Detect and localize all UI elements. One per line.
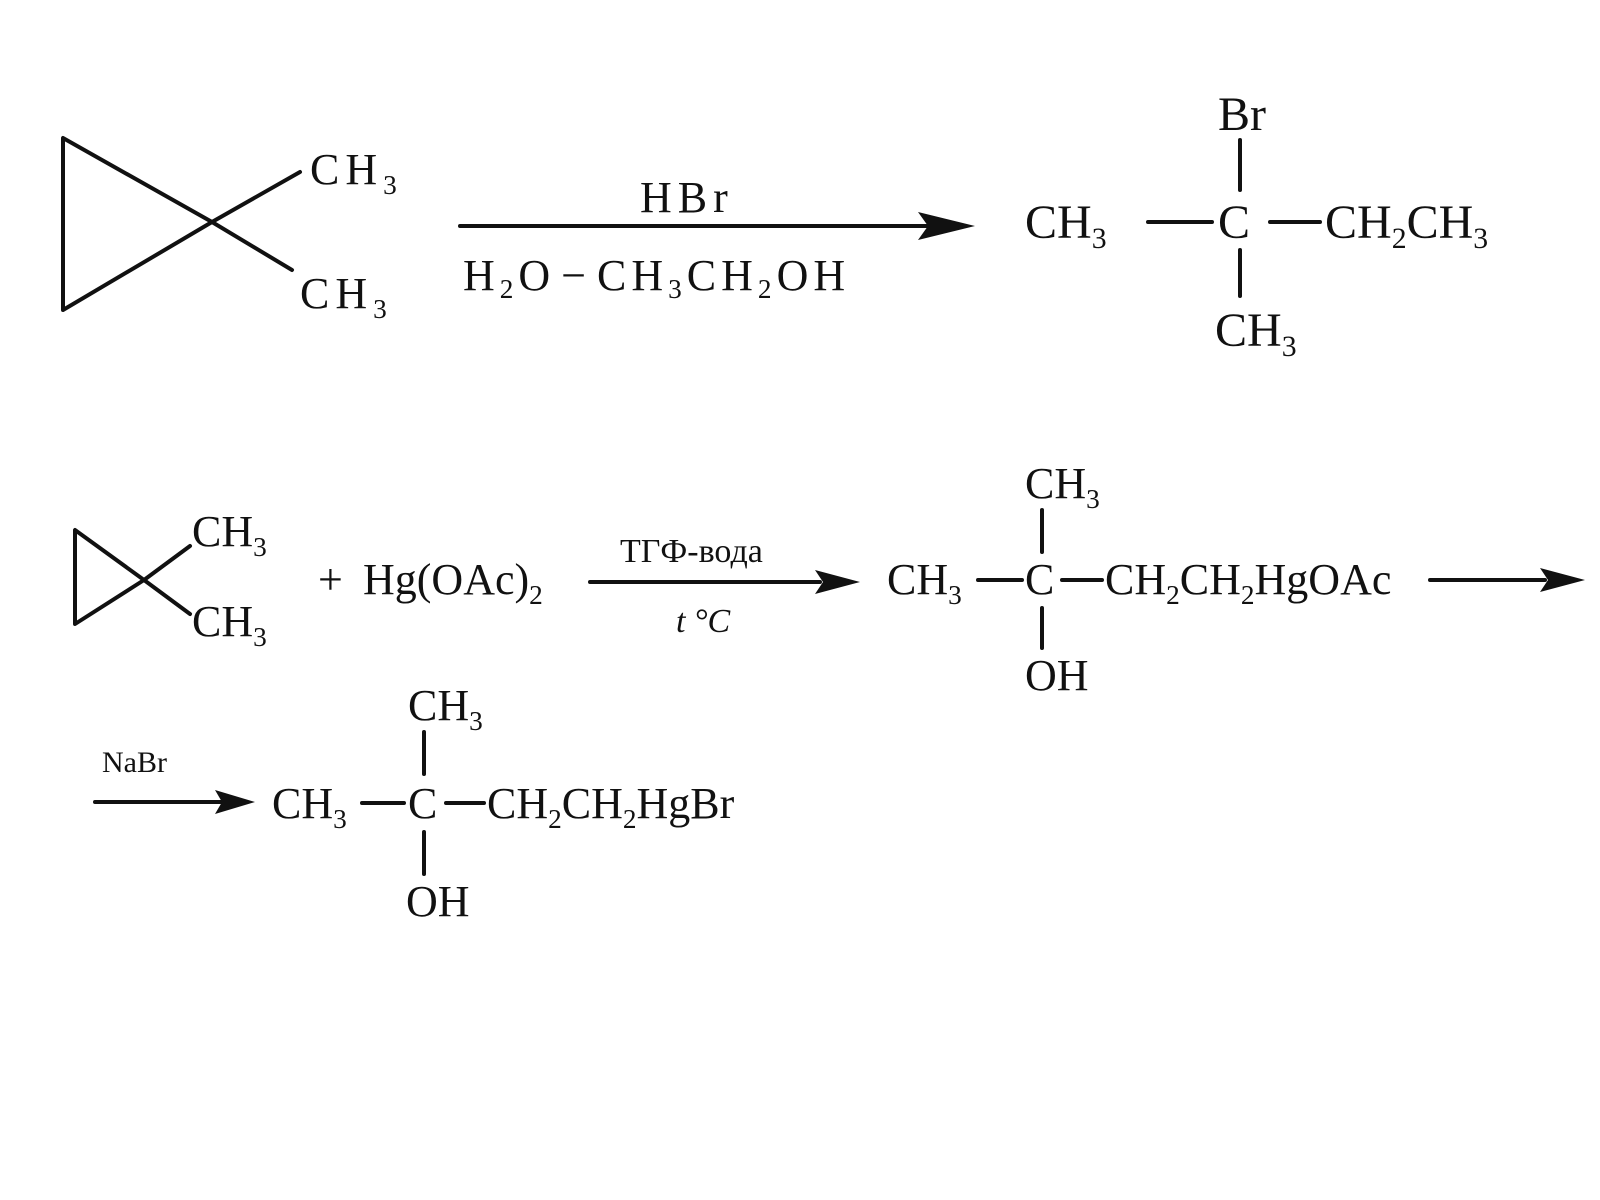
reaction-2: CH3 CH3 + Hg(OAc)2 ТГФ-вода t °C CH3 CH3… <box>73 459 1585 700</box>
product-1: Br CH3 C CH2CH3 CH3 <box>1025 88 1488 363</box>
intermediate-left-methyl: CH3 <box>887 555 962 610</box>
methyl-lower-1: CH3 <box>300 269 393 324</box>
final-hydroxyl: OH <box>406 877 470 926</box>
methyl-lower-2: CH3 <box>192 597 267 652</box>
plus-sign: + <box>318 555 343 604</box>
reagent-hbr: HBr <box>640 173 734 222</box>
cyclopropane-ring-1 <box>61 136 214 312</box>
methyl-bond-lower-2 <box>142 578 192 616</box>
methyl-bond-upper-1 <box>210 170 302 224</box>
intermediate-hydroxyl: OH <box>1025 651 1089 700</box>
final-chain: CH2CH2HgBr <box>487 779 735 834</box>
reagent-nabr: NaBr <box>102 746 167 779</box>
arrowhead-2 <box>815 570 860 594</box>
final-top-methyl: CH3 <box>408 681 483 736</box>
product-1-ethyl: CH2CH3 <box>1325 196 1488 255</box>
intermediate-top-methyl: CH3 <box>1025 459 1100 514</box>
product-organomercury-bromide: CH3 CH3 C CH2CH2HgBr OH <box>272 681 735 926</box>
mercury-acetate: Hg(OAc)2 <box>363 555 543 610</box>
arrowhead-1 <box>918 212 975 240</box>
methyl-bond-lower-1 <box>210 220 294 272</box>
product-1-bottom-methyl: CH3 <box>1215 304 1297 363</box>
methyl-upper-2: CH3 <box>192 507 267 562</box>
product-1-central-carbon: C <box>1218 196 1250 249</box>
final-central-carbon: C <box>408 779 437 828</box>
product-1-left-methyl: CH3 <box>1025 196 1107 255</box>
conditions-solvent: ТГФ-вода <box>620 533 763 570</box>
conditions-temperature: t °C <box>676 603 731 640</box>
intermediate-chain: CH2CH2HgOAc <box>1105 555 1391 610</box>
intermediate-organomercury-acetate: CH3 CH3 C CH2CH2HgOAc OH <box>887 459 1391 700</box>
bromine-atom: Br <box>1218 88 1266 141</box>
reaction-3: NaBr CH3 CH3 C CH2CH2HgBr OH <box>93 681 735 926</box>
solvent-label: H2O−CH3CH2OH <box>463 251 850 304</box>
arrowhead-3 <box>215 790 255 814</box>
intermediate-central-carbon: C <box>1025 555 1054 604</box>
arrowhead-continuation <box>1540 568 1585 592</box>
cyclopropane-ring-2 <box>73 528 146 626</box>
methyl-upper-1: CH3 <box>310 145 403 200</box>
methyl-bond-upper-2 <box>142 544 192 582</box>
reaction-1: CH3 CH3 HBr H2O−CH3CH2OH Br CH3 C CH2CH3… <box>61 88 1488 363</box>
final-left-methyl: CH3 <box>272 779 347 834</box>
